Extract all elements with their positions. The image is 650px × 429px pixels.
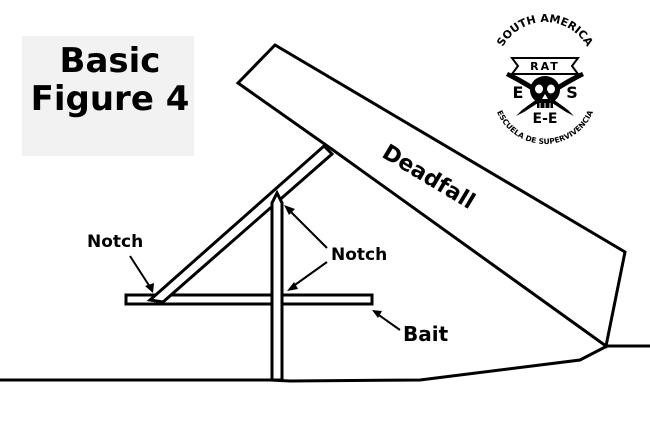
arrowhead-icon — [284, 205, 295, 215]
school-emblem-logo: SOUTH AMERICA RAT E S E-E ESCUELA DE SUP… — [494, 12, 596, 146]
upright-stick — [270, 189, 284, 382]
notch-left-leader — [129, 255, 151, 288]
notch-label-right: Notch — [331, 245, 387, 265]
logo-top-text: SOUTH AMERICA — [494, 12, 596, 49]
bait-stick — [124, 293, 374, 306]
deadfall-log — [235, 43, 627, 349]
logo-bottom-mark: E-E — [533, 111, 558, 127]
notch-right-leader-upper — [288, 209, 328, 249]
arrowhead-icon — [287, 282, 298, 291]
notch-right-leader-lower — [291, 261, 328, 288]
diagram-title-line1: Basic — [60, 41, 161, 81]
diagram-title-line2: Figure 4 — [31, 79, 190, 119]
ground-line — [0, 344, 650, 383]
logo-left-letter: E — [513, 83, 524, 102]
crossed-knives-icon — [506, 72, 584, 116]
logo-banner-text: RAT — [530, 60, 560, 73]
arrowhead-icon — [372, 310, 382, 318]
arrowhead-icon — [145, 283, 154, 293]
bait-leader — [375, 312, 401, 331]
notch-label-left: Notch — [87, 232, 143, 252]
diagonal-stick — [146, 143, 335, 304]
skull-icon — [530, 76, 560, 108]
title-backdrop — [22, 36, 194, 156]
bait-label: Bait — [403, 322, 449, 346]
logo-right-letter: S — [566, 83, 578, 102]
